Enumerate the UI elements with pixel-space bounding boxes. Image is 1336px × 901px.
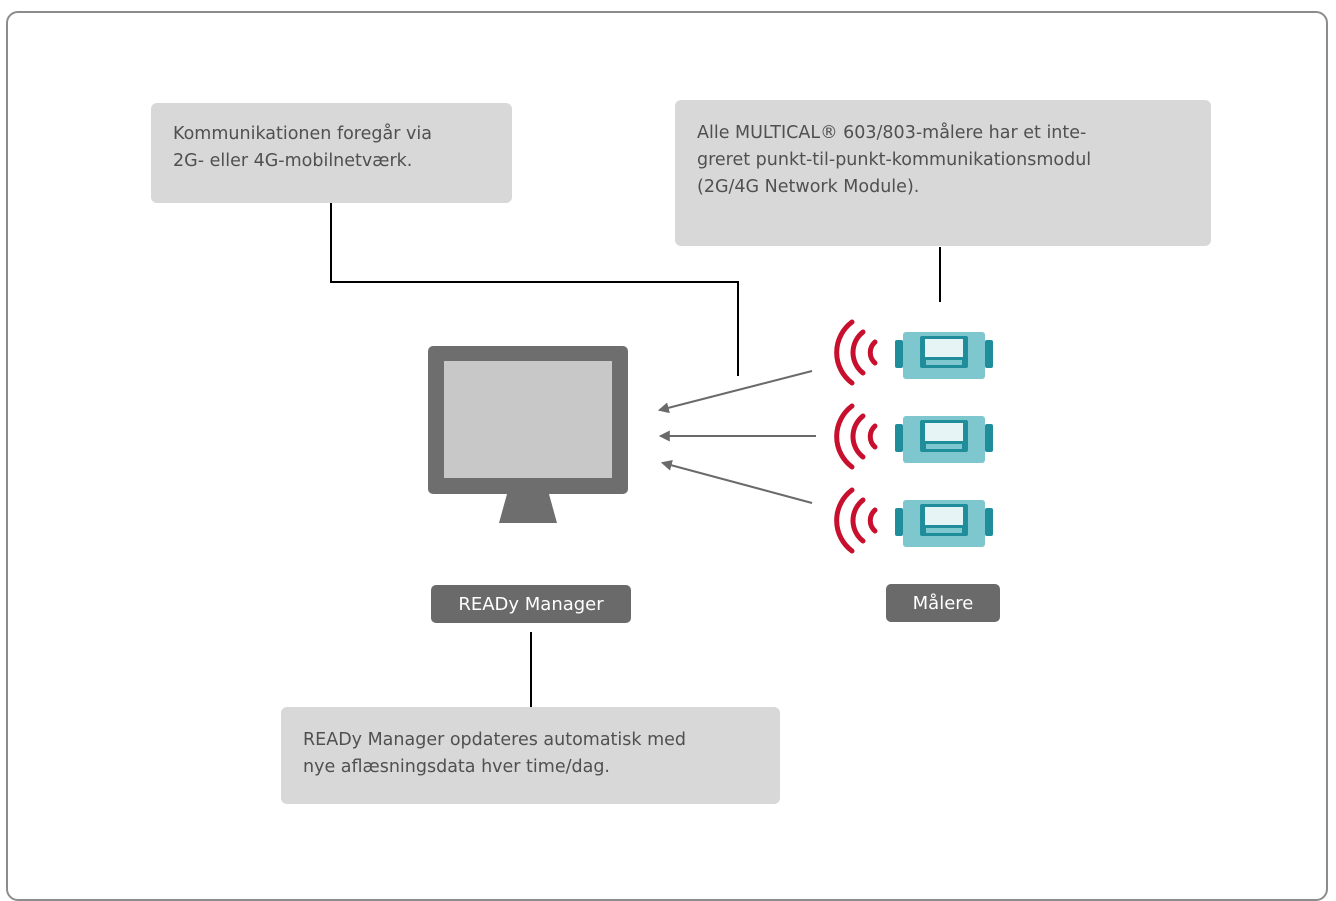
connector-network-note bbox=[330, 203, 739, 376]
meter-3 bbox=[834, 487, 993, 554]
note-ready-line-1: READy Manager opdateres automatisk med bbox=[303, 730, 687, 750]
ready-manager-label: READy Manager bbox=[431, 585, 631, 623]
note-network-communication: Kommunikationen foregår via 2G- eller 4G… bbox=[151, 103, 512, 203]
arrow-meter-3 bbox=[660, 459, 813, 504]
heat-meter-icon bbox=[895, 416, 993, 463]
note-module-line-1: Alle MULTICAL® 603/803-målere har et int… bbox=[697, 123, 1087, 143]
arrow-meter-1 bbox=[657, 370, 813, 414]
wireless-signal-icon bbox=[834, 319, 878, 386]
note-communication-module: Alle MULTICAL® 603/803-målere har et int… bbox=[675, 100, 1211, 246]
note-ready-line-2: nye aflæsningsdata hver time/dag. bbox=[303, 757, 610, 777]
note-network-line-1: Kommunikationen foregår via bbox=[173, 124, 432, 144]
note-ready-manager-update: READy Manager opdateres automatisk med n… bbox=[281, 707, 780, 804]
note-module-line-3: (2G/4G Network Module). bbox=[697, 177, 920, 197]
heat-meter-icon bbox=[895, 332, 993, 379]
wireless-signal-icon bbox=[834, 487, 878, 554]
heat-meter-icon bbox=[895, 500, 993, 547]
diagram-canvas bbox=[330, 203, 993, 707]
meter-2 bbox=[834, 403, 993, 470]
note-network-line-2: 2G- eller 4G-mobilnetværk. bbox=[173, 151, 413, 171]
meter-1 bbox=[834, 319, 993, 386]
meters-label: Målere bbox=[886, 584, 1000, 622]
monitor-icon bbox=[428, 346, 628, 523]
note-module-line-2: greret punkt-til-punkt-kommunikationsmod… bbox=[697, 150, 1092, 170]
wireless-signal-icon bbox=[834, 403, 878, 470]
